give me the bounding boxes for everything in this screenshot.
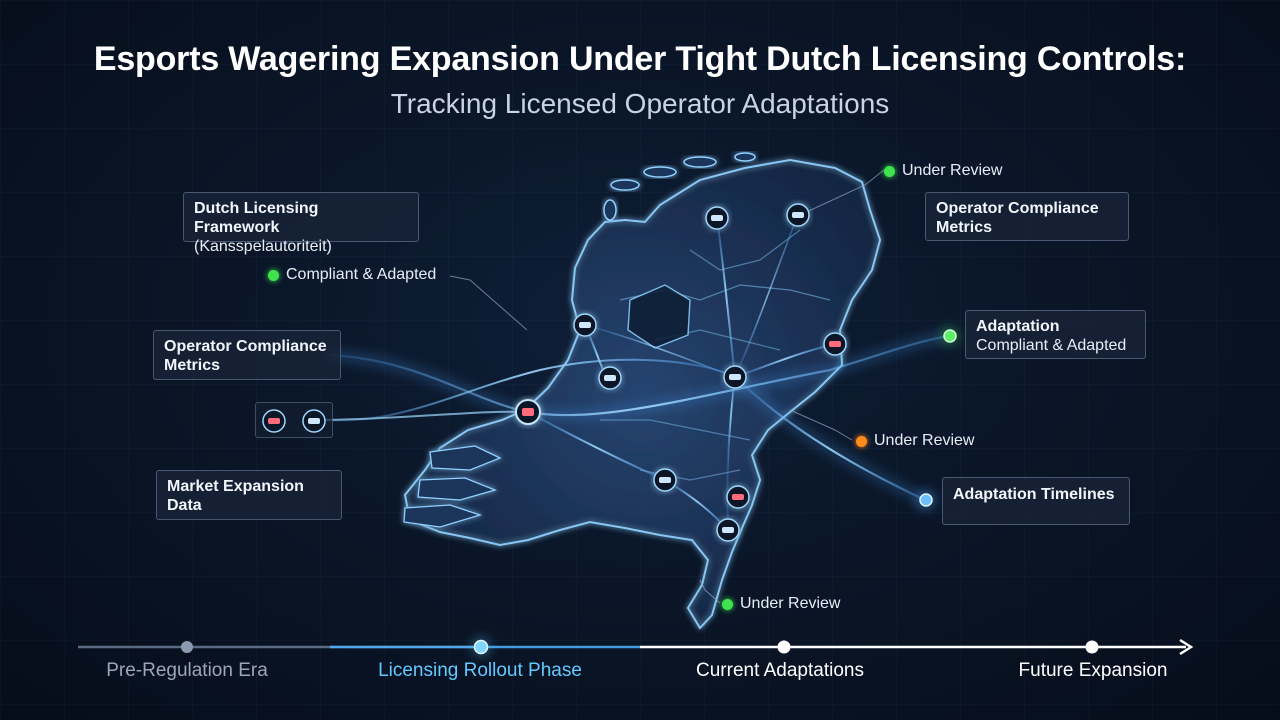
card-title: Dutch Licensing Framework — [194, 200, 319, 236]
status-dot — [722, 598, 733, 610]
timeline-node-pre-regulation — [181, 641, 193, 653]
card-subtitle: Compliant & Adapted — [976, 337, 1127, 354]
timeline-label-licensing-rollout: Licensing Rollout Phase — [378, 660, 582, 681]
card-title: Adaptation Timelines — [953, 486, 1115, 503]
gamepad-icon — [726, 485, 750, 509]
arrow-right-icon — [1179, 638, 1194, 656]
hub-nodes — [515, 203, 847, 542]
card-operator-compliance-left: Operator Compliance Metrics — [153, 330, 341, 380]
gamepad-icon — [262, 409, 286, 433]
page-title: Esports Wagering Expansion Under Tight D… — [93, 40, 1187, 78]
card-operator-compliance-right: Operator Compliance Metrics — [925, 192, 1129, 241]
card-adaptation-timelines: Adaptation Timelines — [942, 477, 1130, 525]
card-title: Market Expansion Data — [167, 478, 304, 514]
card-market-expansion: Market Expansion Data — [156, 470, 342, 520]
timeline — [78, 638, 1194, 656]
status-dot — [856, 435, 867, 447]
timeline-node-future — [1085, 640, 1099, 654]
timeline-label-pre-regulation: Pre-Regulation Era — [106, 660, 268, 681]
gamepad-icon — [823, 332, 847, 356]
timeline-label-current: Current Adaptations — [696, 660, 864, 681]
status-compliant-adapted: Compliant & Adapted — [268, 266, 436, 284]
timeline-node-current — [777, 640, 791, 654]
status-dot — [268, 269, 279, 281]
card-title: Operator Compliance Metrics — [936, 200, 1099, 236]
status-label: Under Review — [874, 432, 975, 449]
status-under-review-bottom: Under Review — [722, 595, 840, 613]
status-under-review-top: Under Review — [884, 162, 1002, 180]
status-dot — [884, 165, 895, 177]
gamepad-icon — [786, 203, 810, 227]
map-landmass — [403, 152, 882, 630]
gamepad-icon — [705, 206, 729, 230]
flow-streams — [324, 214, 954, 531]
gamepad-icon — [515, 399, 541, 425]
status-label: Under Review — [902, 162, 1003, 179]
card-dutch-licensing-framework: Dutch Licensing Framework (Kansspelautor… — [183, 192, 419, 255]
timeline-node-licensing-rollout — [473, 639, 489, 655]
status-under-review-right: Under Review — [856, 432, 974, 450]
timeline-label-future: Future Expansion — [1018, 660, 1168, 681]
card-adaptation: Adaptation Compliant & Adapted — [965, 310, 1146, 359]
connector-lines — [449, 169, 885, 604]
card-subtitle: (Kansspelautoriteit) — [194, 238, 332, 255]
page-subtitle: Tracking Licensed Operator Adaptations — [390, 88, 890, 119]
gamepad-icon — [723, 365, 747, 389]
gamepad-icon — [302, 409, 326, 433]
gamepad-icon — [653, 468, 677, 492]
endpoint-dots — [917, 327, 959, 509]
gamepad-icon — [716, 518, 740, 542]
card-title: Adaptation — [976, 318, 1060, 335]
gamepad-icon — [598, 366, 622, 390]
status-label: Compliant & Adapted — [286, 266, 437, 283]
card-title: Operator Compliance Metrics — [164, 338, 327, 374]
status-label: Under Review — [740, 595, 841, 612]
operator-icon-panel — [255, 402, 333, 438]
gamepad-icon — [573, 313, 597, 337]
